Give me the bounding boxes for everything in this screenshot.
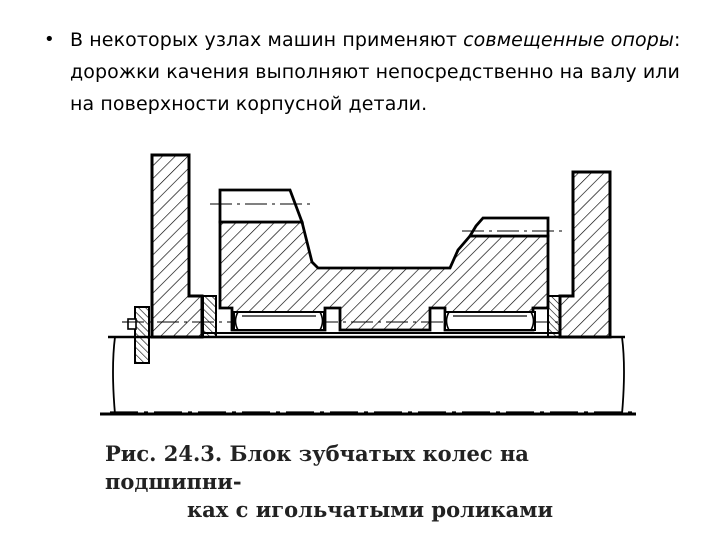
caption-line-2: ках с игольчатыми роликами [187,497,554,522]
gear-block-drawing [100,153,636,416]
text-italic-term: совмещенные опоры [463,29,675,51]
shaft [100,335,636,416]
figure-caption: Рис. 24.3. Блок зубчатых колес на подшип… [105,440,665,524]
left-spacer-ring [202,295,217,338]
right-housing-wall [558,170,612,339]
right-spacer-ring [547,295,561,338]
left-needle-roller [233,311,325,331]
text-part-2: : дорожки качения выполняют непосредстве… [70,29,681,115]
right-needle-roller [444,311,536,331]
end-plate-lug [127,318,137,330]
gear-block-body [218,188,550,332]
center-lines [122,203,566,323]
end-plate [134,306,150,364]
left-housing-wall [150,153,204,339]
bullet-text: В некоторых узлах машин применяют совмещ… [70,24,684,120]
caption-line-1: Рис. 24.3. Блок зубчатых колес на подшип… [105,441,529,494]
bullet-point: • [44,29,55,50]
text-part-1: В некоторых узлах машин применяют [70,29,464,51]
bullet-paragraph: • В некоторых узлах машин применяют совм… [44,24,684,120]
